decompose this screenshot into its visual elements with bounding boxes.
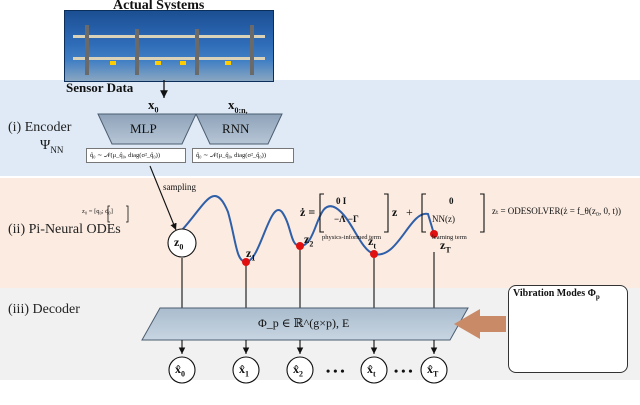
node-label-z0: z0 — [174, 235, 184, 252]
decoder-map-label: Φ_p ∈ ℝ^(g×p), E — [258, 316, 350, 330]
vibration-modes-box: Vibration Modes Φp — [508, 285, 628, 373]
output-circle-T — [420, 356, 448, 384]
output-circle-0 — [168, 356, 196, 384]
rnn-block — [195, 113, 283, 145]
physics-term-label: physics-informed term — [322, 234, 382, 241]
output-circle-1 — [232, 356, 260, 384]
decoder-block — [141, 307, 469, 341]
node-dot-zt — [370, 250, 378, 258]
output-circle-2 — [286, 356, 314, 384]
output-label-t: x̂t — [367, 362, 376, 379]
matrix-row-2: −Λ −Γ — [334, 214, 359, 224]
actual-systems-title: Actual Systems — [113, 0, 205, 13]
output-label-T: x̂T — [427, 362, 439, 379]
output-label-2: x̂2 — [293, 362, 303, 379]
output-ellipsis-2: • • • — [394, 364, 413, 378]
node-label-z1: z1 — [246, 246, 256, 263]
mlp-label: MLP — [130, 121, 157, 136]
sampling-label: sampling — [163, 182, 196, 192]
vibration-arrow — [454, 309, 506, 339]
learning-row-1: 0 — [449, 196, 454, 206]
node-dot-zT — [430, 230, 438, 238]
output-ellipsis-1: • • • — [326, 364, 345, 378]
node-label-zT: zT — [440, 238, 451, 255]
sensor-data-label: Sensor Data — [66, 80, 134, 95]
learning-term-label: learning term — [432, 234, 467, 241]
node-label-z2: z2 — [304, 232, 314, 249]
rnn-label: RNN — [222, 121, 250, 136]
node-label-zt: zt — [368, 234, 376, 251]
output-label-0: x̂0 — [175, 362, 185, 379]
encoder-stage-label: (i) Encoder — [8, 120, 72, 135]
plus-sign: + — [406, 205, 413, 219]
matrix-z: z — [392, 205, 398, 219]
structure-photo — [64, 10, 274, 82]
mlp-block — [97, 113, 197, 145]
ode-stage-label: (ii) Pi-Neural ODEs — [8, 222, 121, 237]
dist-box-rnn: q̂₀ ∼ 𝒩(μ_q̂₀, diag(σ²_q̂₀)) — [192, 148, 294, 163]
ode-solver-equation: zₜ = ODESOLVER(ż = f_θ(z₀, 0, t)) — [492, 206, 621, 216]
sampling-arrow — [149, 165, 177, 231]
learning-row-2: NN(z) — [432, 214, 455, 224]
node-dot-z1 — [242, 258, 250, 266]
vibration-modes-title: Vibration Modes Φp — [513, 288, 600, 301]
z0-node — [167, 228, 197, 258]
dist-box-mlp: q̂₀ ∼ 𝒩(μ_q̂₀, diag(σ²_q̂₀)) — [86, 148, 186, 163]
matrix-row-1: 0 I — [336, 196, 347, 206]
z0-definition: z₀ = [q₀; q̇₀] — [82, 208, 113, 215]
output-label-1: x̂1 — [239, 362, 249, 379]
encoder-input-x0: x0 — [148, 97, 159, 115]
equation-lhs: ż = — [300, 205, 316, 219]
node-dot-z2 — [296, 242, 304, 250]
decoder-stage-label: (iii) Decoder — [8, 302, 80, 317]
output-circle-t — [360, 356, 388, 384]
psi-label: ΨNN — [40, 138, 64, 155]
